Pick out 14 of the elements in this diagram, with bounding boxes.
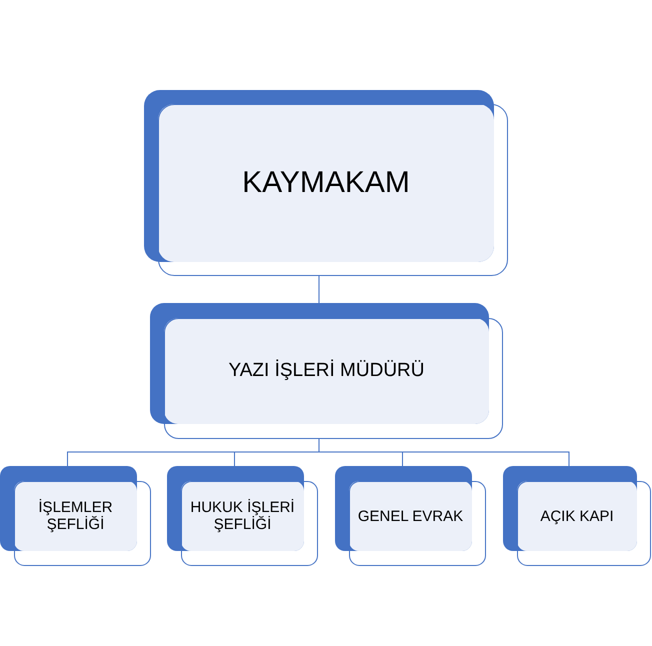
box-label: HUKUK İŞLERİ ŞEFLİĞİ	[189, 499, 296, 533]
org-chart-box	[150, 303, 503, 439]
box-label: GENEL EVRAK	[358, 508, 464, 524]
connector-line	[318, 276, 320, 304]
org-chart-box	[167, 466, 318, 566]
box-label: KAYMAKAM	[242, 166, 410, 200]
org-chart-box	[144, 90, 508, 276]
box-label: AÇIK KAPI	[540, 508, 614, 524]
box-label: YAZI İŞLERİ MÜDÜRÜ	[228, 360, 424, 382]
org-chart-box	[0, 466, 151, 566]
org-chart-box	[503, 466, 651, 566]
connector-line	[318, 438, 570, 466]
box-label: İŞLEMLER ŞEFLİĞİ	[37, 499, 114, 533]
org-chart-box	[335, 466, 486, 566]
